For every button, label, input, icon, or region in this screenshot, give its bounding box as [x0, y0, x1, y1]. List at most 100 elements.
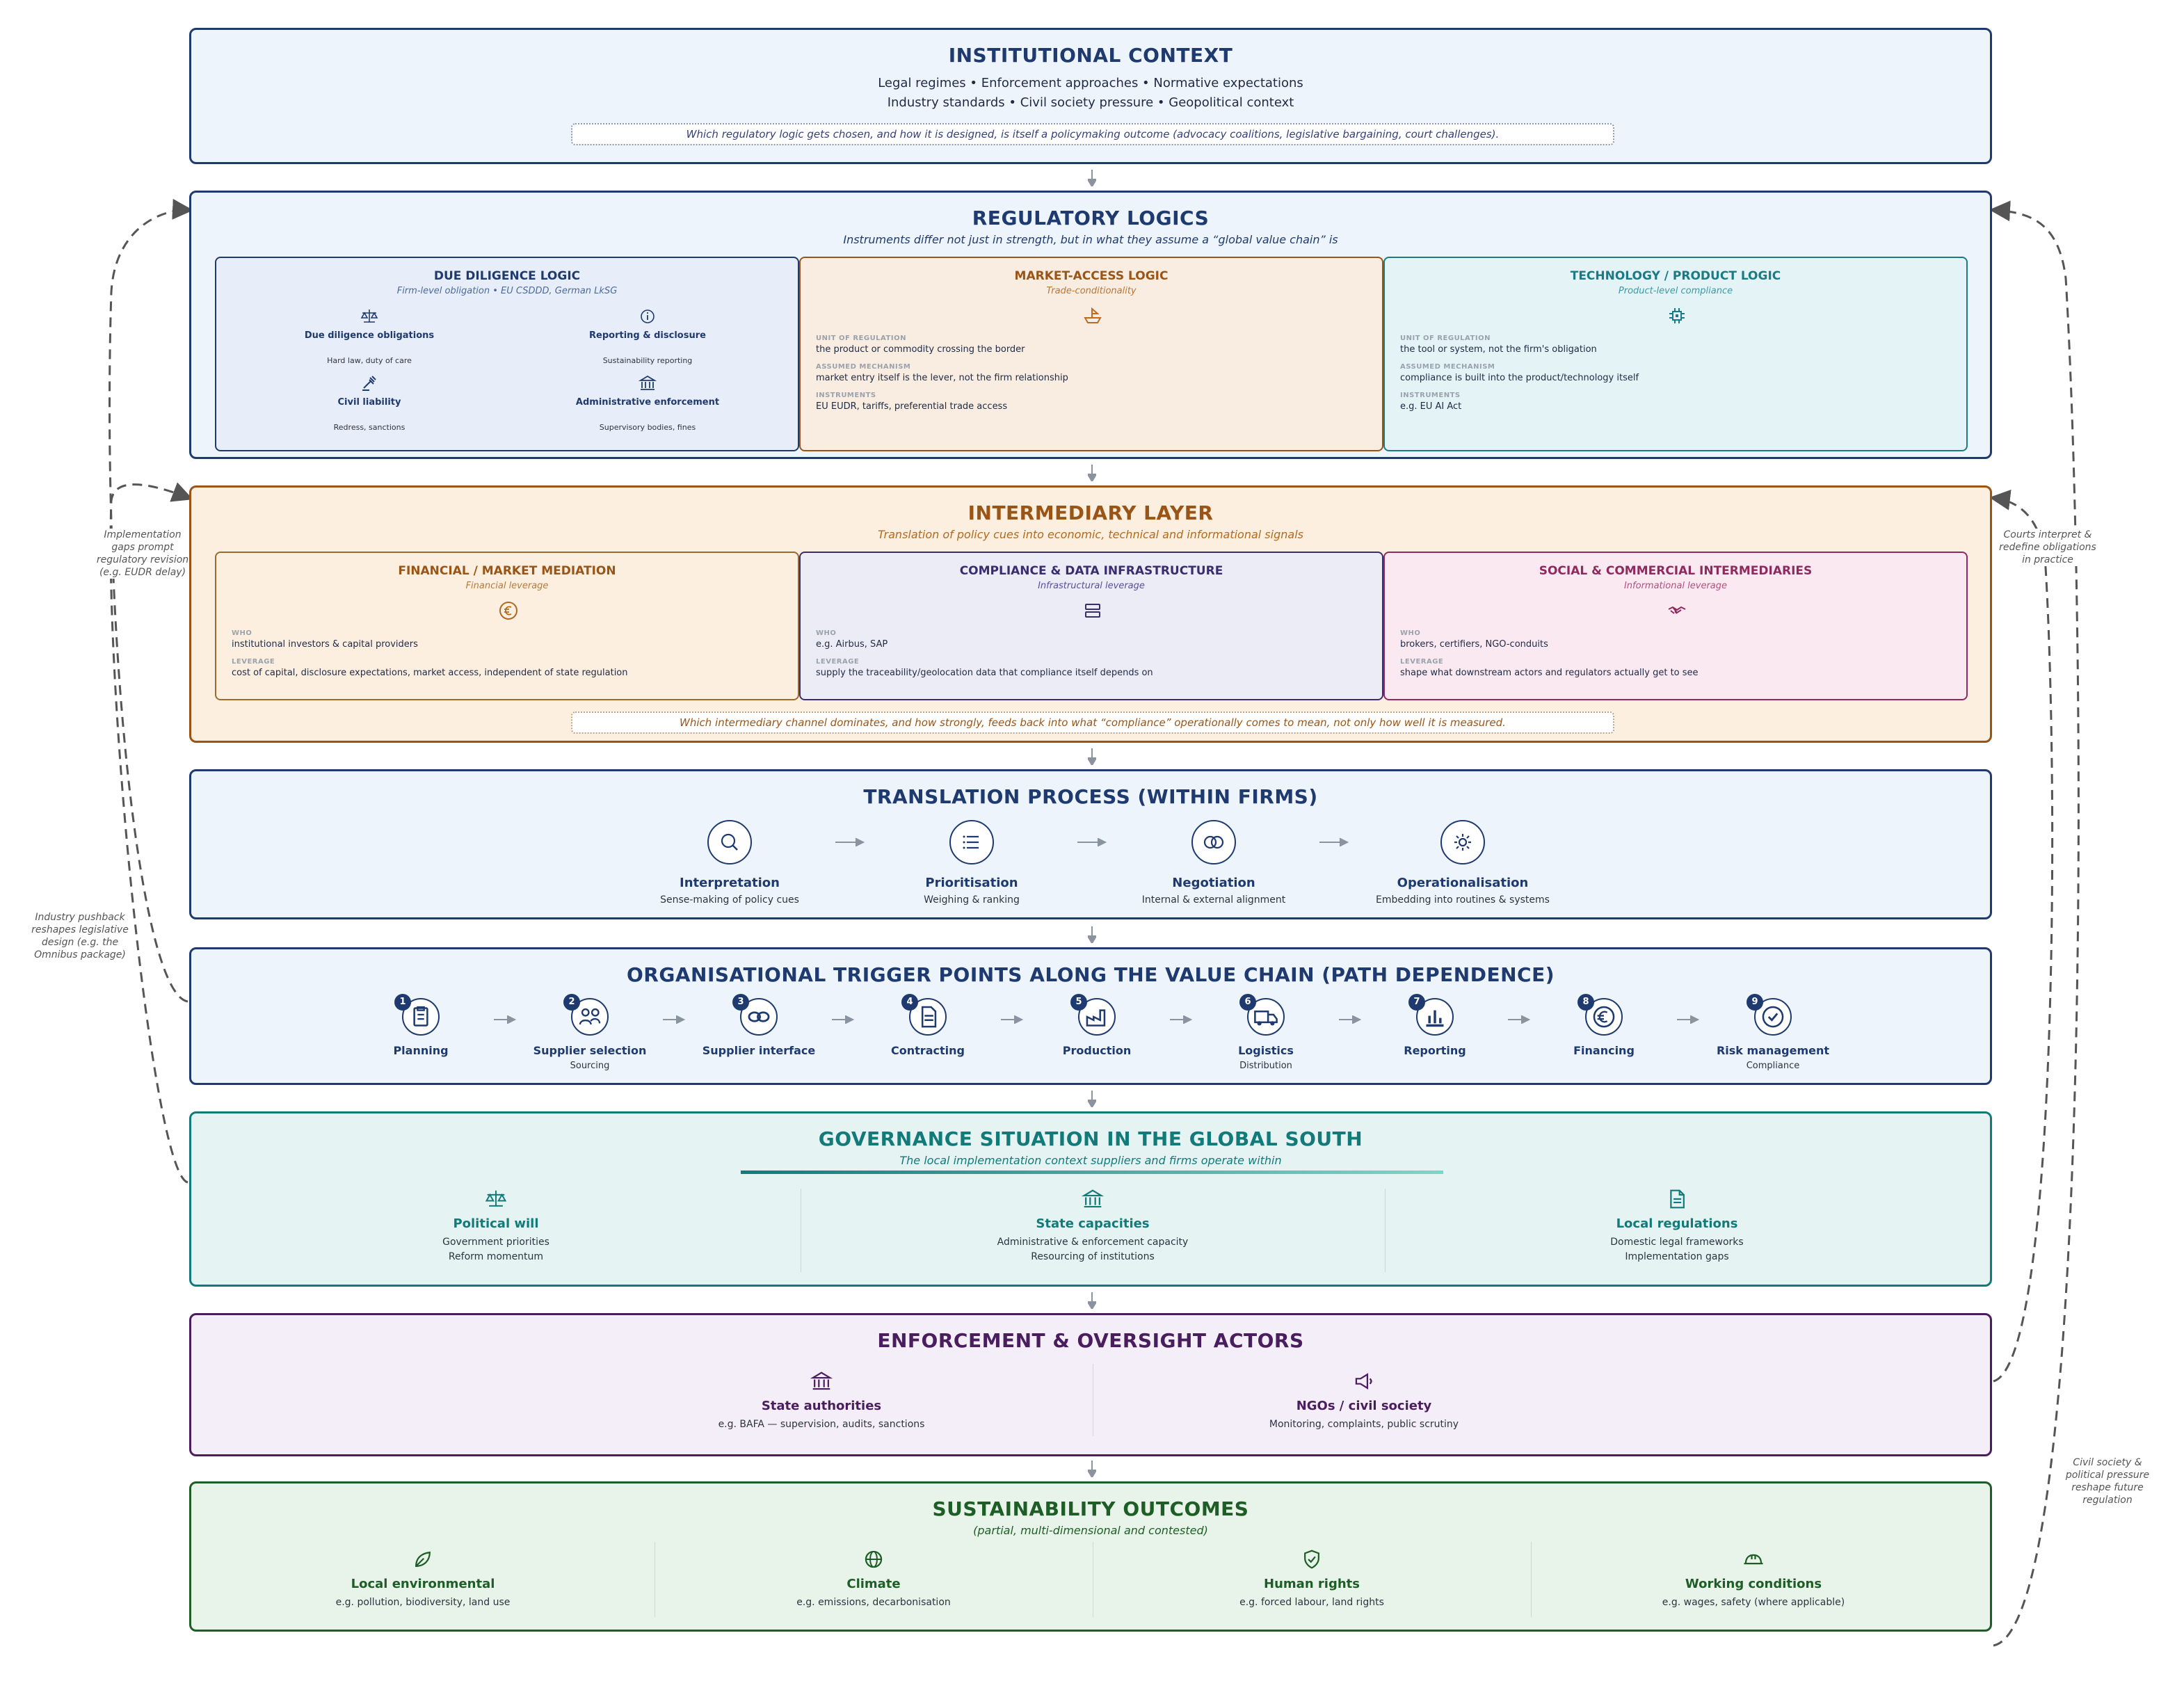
- trigger-name: Contracting: [891, 1044, 965, 1057]
- due-item-name: Civil liability: [337, 397, 401, 408]
- institutional-line-1: Legal regimes • Enforcement approaches •…: [878, 76, 1303, 90]
- step-arrow: [835, 838, 865, 846]
- trigger-number-badge: 5: [1070, 994, 1087, 1011]
- trigger-name: Financing: [1573, 1044, 1635, 1057]
- trigger-name: Logistics: [1238, 1044, 1294, 1057]
- people-icon: [579, 1008, 601, 1025]
- intermediary-title: INTERMEDIARY LAYER: [967, 501, 1214, 524]
- link-icon: [748, 1011, 770, 1022]
- step-name: Prioritisation: [925, 876, 1018, 890]
- outcomes-subtitle: (partial, multi-dimensional and conteste…: [973, 1524, 1208, 1537]
- globe-icon: [865, 1550, 883, 1568]
- trigger-number-badge: 2: [563, 994, 580, 1011]
- governance-subtitle: The local implementation context supplie…: [899, 1154, 1282, 1167]
- technology-product-card: TECHNOLOGY / PRODUCT LOGIC Product-level…: [1383, 257, 1968, 451]
- due-diligence-card: DUE DILIGENCE LOGIC Firm-level obligatio…: [215, 257, 799, 451]
- factory-icon: [1086, 1009, 1106, 1027]
- document-icon: [1670, 1189, 1685, 1209]
- translation-title: TRANSLATION PROCESS (WITHIN FIRMS): [863, 785, 1318, 808]
- due-item-name: Reporting & disclosure: [589, 330, 706, 341]
- compliance-subtitle: Infrastructural leverage: [1038, 581, 1145, 591]
- search-icon: [721, 833, 738, 851]
- market-title: MARKET-ACCESS LOGIC: [1014, 269, 1169, 283]
- sustainability-outcomes-panel: SUSTAINABILITY OUTCOMES (partial, multi-…: [189, 1481, 1992, 1632]
- institutional-note: Which regulatory logic gets chosen, and …: [571, 123, 1614, 145]
- megaphone-icon: [1355, 1373, 1372, 1390]
- trigger-arrow: [1676, 1015, 1699, 1024]
- flow-arrow-3: [1088, 748, 1096, 765]
- trigger-number-badge: 8: [1577, 994, 1594, 1011]
- trigger-arrow: [831, 1015, 854, 1024]
- trigger-points-panel: ORGANISATIONAL TRIGGER POINTS ALONG THE …: [189, 947, 1992, 1085]
- ship-icon: [1084, 307, 1102, 323]
- social-commercial-card: SOCIAL & COMMERCIAL INTERMEDIARIES Infor…: [1383, 552, 1968, 700]
- institution-icon: [810, 1372, 833, 1390]
- document-icon: [921, 1006, 937, 1028]
- trigger-arrow: [662, 1015, 685, 1024]
- intermediary-subtitle: Translation of policy cues into economic…: [878, 528, 1303, 541]
- regulatory-subtitle: Instruments differ not just in strength,…: [843, 233, 1338, 246]
- due-item-desc: Redress, sanctions: [333, 423, 406, 432]
- financial-subtitle: Financial leverage: [465, 581, 549, 591]
- flow-arrow-1: [1088, 170, 1096, 186]
- feedback-arrow-left-upper: [109, 482, 193, 1184]
- flow-arrow-5: [1088, 1091, 1096, 1107]
- due-item-name: Administrative enforcement: [575, 397, 720, 408]
- compliance-data-card: COMPLIANCE & DATA INFRASTRUCTURE Infrast…: [799, 552, 1383, 700]
- trigger-name: Reporting: [1404, 1044, 1466, 1057]
- chip-icon: [1669, 308, 1685, 323]
- gavel-icon: [362, 376, 376, 391]
- step-desc: Sense-making of policy cues: [660, 894, 799, 906]
- enforcement-panel: ENFORCEMENT & OVERSIGHT ACTORS State aut…: [189, 1313, 1992, 1456]
- flow-arrow-2: [1088, 465, 1096, 481]
- handshake-icon: [1668, 606, 1686, 614]
- bar-chart-icon: [1426, 1010, 1444, 1027]
- leaf-icon: [415, 1551, 431, 1567]
- trigger-number-badge: 6: [1239, 994, 1256, 1011]
- institutional-line-2: Industry standards • Civil society press…: [887, 95, 1294, 110]
- divider: [1531, 1542, 1532, 1617]
- due-diligence-subtitle: Firm-level obligation • EU CSDDD, German…: [396, 286, 618, 296]
- market-subtitle: Trade-conditionality: [1046, 286, 1137, 296]
- social-subtitle: Informational leverage: [1623, 581, 1728, 591]
- feedback-arrow-right-lower: [1989, 200, 2080, 1647]
- governance-gradient-bar: [741, 1171, 1443, 1174]
- trigger-number-badge: 3: [732, 994, 749, 1011]
- due-diligence-title: DUE DILIGENCE LOGIC: [433, 269, 581, 283]
- step-name: Negotiation: [1172, 876, 1255, 890]
- info-icon: [641, 309, 655, 323]
- market-access-card: MARKET-ACCESS LOGIC Trade-conditionality…: [799, 257, 1383, 451]
- outcome-local-environmental: Local environmental e.g. pollution, biod…: [191, 1549, 655, 1610]
- hard-hat-icon: [1744, 1554, 1763, 1565]
- feedback-arrow-left-lower: [109, 198, 193, 1003]
- institution-icon: [638, 375, 657, 390]
- trigger-number-badge: 9: [1747, 994, 1763, 1011]
- translation-process-panel: TRANSLATION PROCESS (WITHIN FIRMS) Inter…: [189, 769, 1992, 919]
- trigger-arrow: [493, 1015, 516, 1024]
- financial-title: FINANCIAL / MARKET MEDIATION: [398, 564, 616, 578]
- clipboard-icon: [413, 1006, 428, 1027]
- outcomes-title: SUSTAINABILITY OUTCOMES: [932, 1497, 1249, 1520]
- step-name: Operationalisation: [1397, 876, 1529, 890]
- step-arrow: [1077, 838, 1107, 846]
- trigger-name: Production: [1062, 1044, 1132, 1057]
- trigger-arrow: [1169, 1015, 1192, 1024]
- regulatory-title: REGULATORY LOGICS: [972, 207, 1210, 230]
- flow-arrow-6: [1088, 1292, 1096, 1309]
- euro-icon: [499, 602, 517, 620]
- feedback-arrow-right-upper: [1989, 489, 2054, 1383]
- step-arrow: [1319, 838, 1349, 846]
- social-title: SOCIAL & COMMERCIAL INTERMEDIARIES: [1539, 564, 1813, 578]
- trigger-name: Planning: [393, 1044, 449, 1057]
- enforcement-ngos: NGOs / civil society Monitoring, complai…: [1127, 1371, 1600, 1432]
- due-item-liability: Civil liability Redress, sanctions: [244, 375, 495, 432]
- shield-icon: [1304, 1550, 1319, 1569]
